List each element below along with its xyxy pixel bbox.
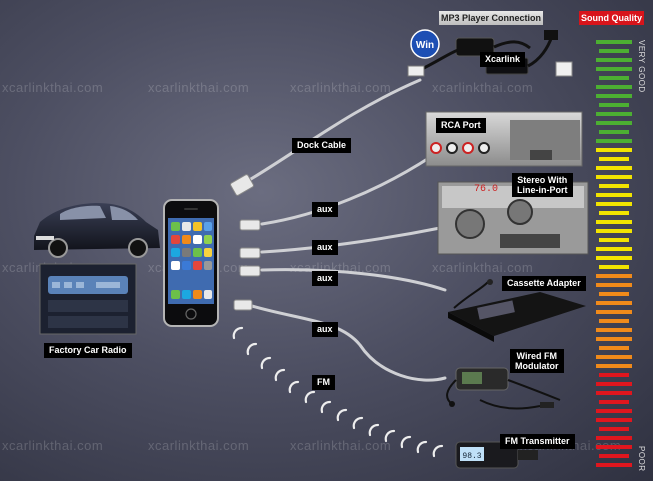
win-badge-text: Win [416, 40, 434, 51]
stereo-line-in-label: Stereo With Line-in-Port [512, 173, 573, 197]
stereo-label-line1: Stereo With [517, 175, 568, 185]
fm-label: FM [312, 375, 335, 390]
quality-bar [596, 382, 632, 386]
quality-bar [596, 301, 632, 305]
quality-bar [596, 418, 632, 422]
quality-bar [599, 346, 629, 350]
watermark: xcarlinkthai.com [2, 438, 104, 453]
quality-top-label: VERY GOOD [637, 40, 646, 93]
mp3-connection-header: MP3 Player Connection [439, 11, 543, 25]
quality-bar [596, 391, 632, 395]
watermark: xcarlinkthai.com [148, 438, 250, 453]
quality-bar [596, 463, 632, 467]
quality-bar [596, 409, 632, 413]
watermark: xcarlinkthai.com [148, 80, 250, 95]
quality-bar [599, 265, 629, 269]
watermark: xcarlinkthai.com [432, 80, 534, 95]
quality-bar [599, 454, 629, 458]
sound-quality-header: Sound Quality [579, 11, 644, 25]
xcarlink-label: Xcarlink [480, 52, 526, 67]
aux-label-fm-modulator: aux [312, 322, 338, 337]
quality-bar [599, 238, 629, 242]
sound-quality-scale [596, 40, 632, 472]
quality-bar [596, 229, 632, 233]
win-badge [410, 29, 440, 59]
cassette-adapter-image [448, 279, 586, 342]
quality-bar [596, 256, 632, 260]
quality-bar [596, 436, 632, 440]
quality-bar [596, 58, 632, 62]
watermark: xcarlinkthai.com [2, 80, 104, 95]
quality-bar [596, 67, 632, 71]
quality-bar [596, 139, 632, 143]
quality-bar [599, 49, 629, 53]
quality-bar [599, 427, 629, 431]
quality-bar [599, 373, 629, 377]
quality-bar [596, 328, 632, 332]
quality-bar [596, 121, 632, 125]
quality-bar [596, 364, 632, 368]
quality-bar [596, 247, 632, 251]
quality-bar [599, 400, 629, 404]
wired-fm-label-line1: Wired FM [516, 351, 557, 361]
quality-bar [596, 355, 632, 359]
fm-transmitter-display-text: 98.3 [462, 452, 481, 461]
quality-bar [599, 211, 629, 215]
quality-bar [596, 40, 632, 44]
quality-bar [596, 274, 632, 278]
quality-bar [596, 85, 632, 89]
stereo-label-line2: Line-in-Port [517, 185, 568, 195]
aux-label-stereo: aux [312, 202, 338, 217]
quality-bar [599, 292, 629, 296]
quality-bar [599, 130, 629, 134]
aux-label-cassette: aux [312, 271, 338, 286]
quality-bar [596, 220, 632, 224]
quality-bar [596, 94, 632, 98]
aux-label-line-in: aux [312, 240, 338, 255]
watermark: xcarlinkthai.com [432, 260, 534, 275]
iphone-image [163, 199, 219, 327]
quality-bar [596, 445, 632, 449]
watermark: xcarlinkthai.com [290, 80, 392, 95]
fm-transmitter-label: FM Transmitter [500, 434, 575, 449]
wired-fm-label-line2: Modulator [515, 361, 559, 371]
quality-bar [596, 202, 632, 206]
quality-bottom-label: POOR [637, 446, 646, 472]
wired-fm-modulator-image [446, 367, 561, 410]
watermark: xcarlinkthai.com [290, 438, 392, 453]
rca-port-label: RCA Port [436, 118, 486, 133]
quality-bar [596, 112, 632, 116]
dock-cable-label: Dock Cable [292, 138, 352, 153]
quality-bar [599, 103, 629, 107]
dock-cable-line [244, 78, 422, 184]
quality-bar [599, 157, 629, 161]
quality-bar [599, 76, 629, 80]
factory-car-radio-label: Factory Car Radio [44, 343, 132, 358]
wired-fm-modulator-label: Wired FM Modulator [510, 349, 564, 373]
car-image [34, 203, 160, 258]
quality-bar [596, 337, 632, 341]
quality-bar [596, 193, 632, 197]
cassette-adapter-label: Cassette Adapter [502, 276, 586, 291]
quality-bar [596, 166, 632, 170]
factory-radio-image [39, 263, 137, 335]
quality-bar [596, 148, 632, 152]
quality-bar [596, 283, 632, 287]
quality-bar [599, 319, 629, 323]
quality-bar [599, 184, 629, 188]
quality-bar [596, 175, 632, 179]
quality-bar [596, 310, 632, 314]
stereo-display-text: 76.0 [474, 184, 498, 195]
